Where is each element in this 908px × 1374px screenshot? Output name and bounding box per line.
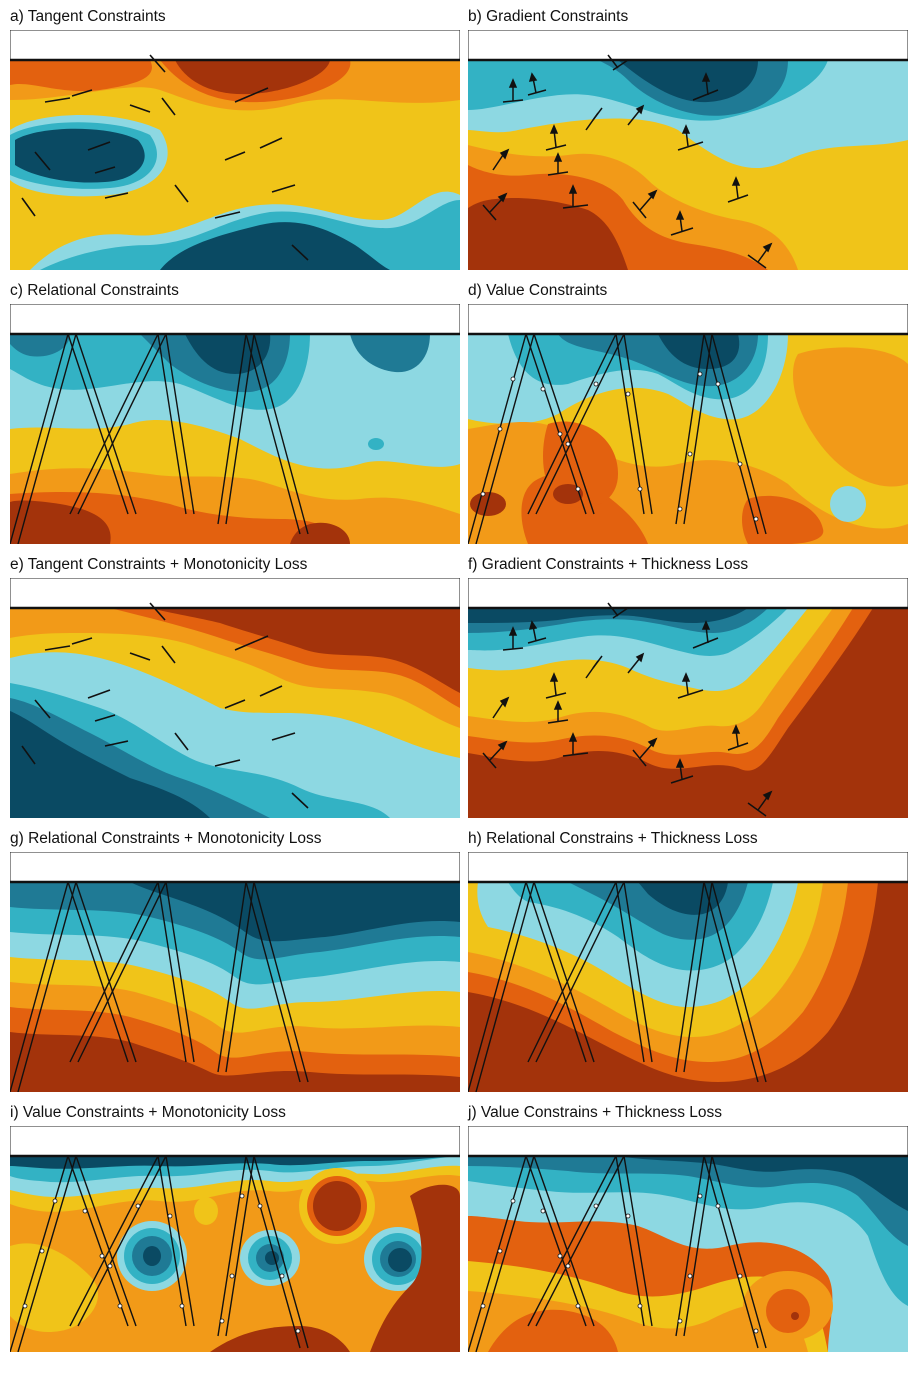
wells — [10, 333, 309, 544]
panel-title: g) Relational Constraints + Monotonicity… — [10, 830, 322, 847]
panel-title: a) Tangent Constraints — [10, 8, 166, 25]
model-section-c — [10, 304, 460, 544]
tangent-markers — [21, 602, 309, 809]
panel-title: e) Tangent Constraints + Monotonicity Lo… — [10, 556, 308, 573]
model-section-e — [10, 578, 460, 818]
panel-e: e) Tangent Constraints + Monotonicity Lo… — [10, 556, 460, 826]
panel-title: c) Relational Constraints — [10, 282, 179, 299]
panel-d: d) Value Constraints — [468, 282, 908, 552]
value-markers — [480, 371, 759, 522]
model-section-a — [10, 30, 460, 270]
panel-f: f) Gradient Constraints + Thickness Loss — [468, 556, 908, 826]
wells — [468, 1155, 767, 1352]
model-section-j — [468, 1126, 908, 1352]
panel-title: f) Gradient Constraints + Thickness Loss — [468, 556, 749, 573]
model-section-i — [10, 1126, 460, 1352]
model-section-g — [10, 852, 460, 1092]
model-section-d — [468, 304, 908, 544]
model-section-b — [468, 30, 908, 270]
tangent-markers — [21, 54, 309, 261]
panel-title: d) Value Constraints — [468, 282, 608, 299]
gradient-markers — [482, 54, 773, 269]
panel-b: b) Gradient Constraints — [468, 8, 908, 278]
panel-j: j) Value Constrains + Thickness Loss — [468, 1104, 908, 1374]
panel-a: a) Tangent Constraints — [10, 8, 460, 278]
panel-i: i) Value Constraints + Monotonicity Loss — [10, 1104, 460, 1374]
panel-title: b) Gradient Constraints — [468, 8, 629, 25]
panel-title: h) Relational Constrains + Thickness Los… — [468, 830, 758, 847]
wells — [468, 881, 767, 1092]
panel-g: g) Relational Constraints + Monotonicity… — [10, 830, 460, 1100]
panel-title: i) Value Constraints + Monotonicity Loss — [10, 1104, 286, 1121]
panel-h: h) Relational Constrains + Thickness Los… — [468, 830, 908, 1100]
wells — [468, 333, 767, 544]
wells — [10, 881, 309, 1092]
panel-title: j) Value Constrains + Thickness Loss — [468, 1104, 723, 1121]
value-markers — [22, 1193, 301, 1334]
panel-c: c) Relational Constraints — [10, 282, 460, 552]
value-markers — [480, 1193, 759, 1334]
gradient-markers — [482, 602, 773, 817]
model-section-h — [468, 852, 908, 1092]
model-section-f — [468, 578, 908, 818]
wells — [10, 1155, 309, 1352]
